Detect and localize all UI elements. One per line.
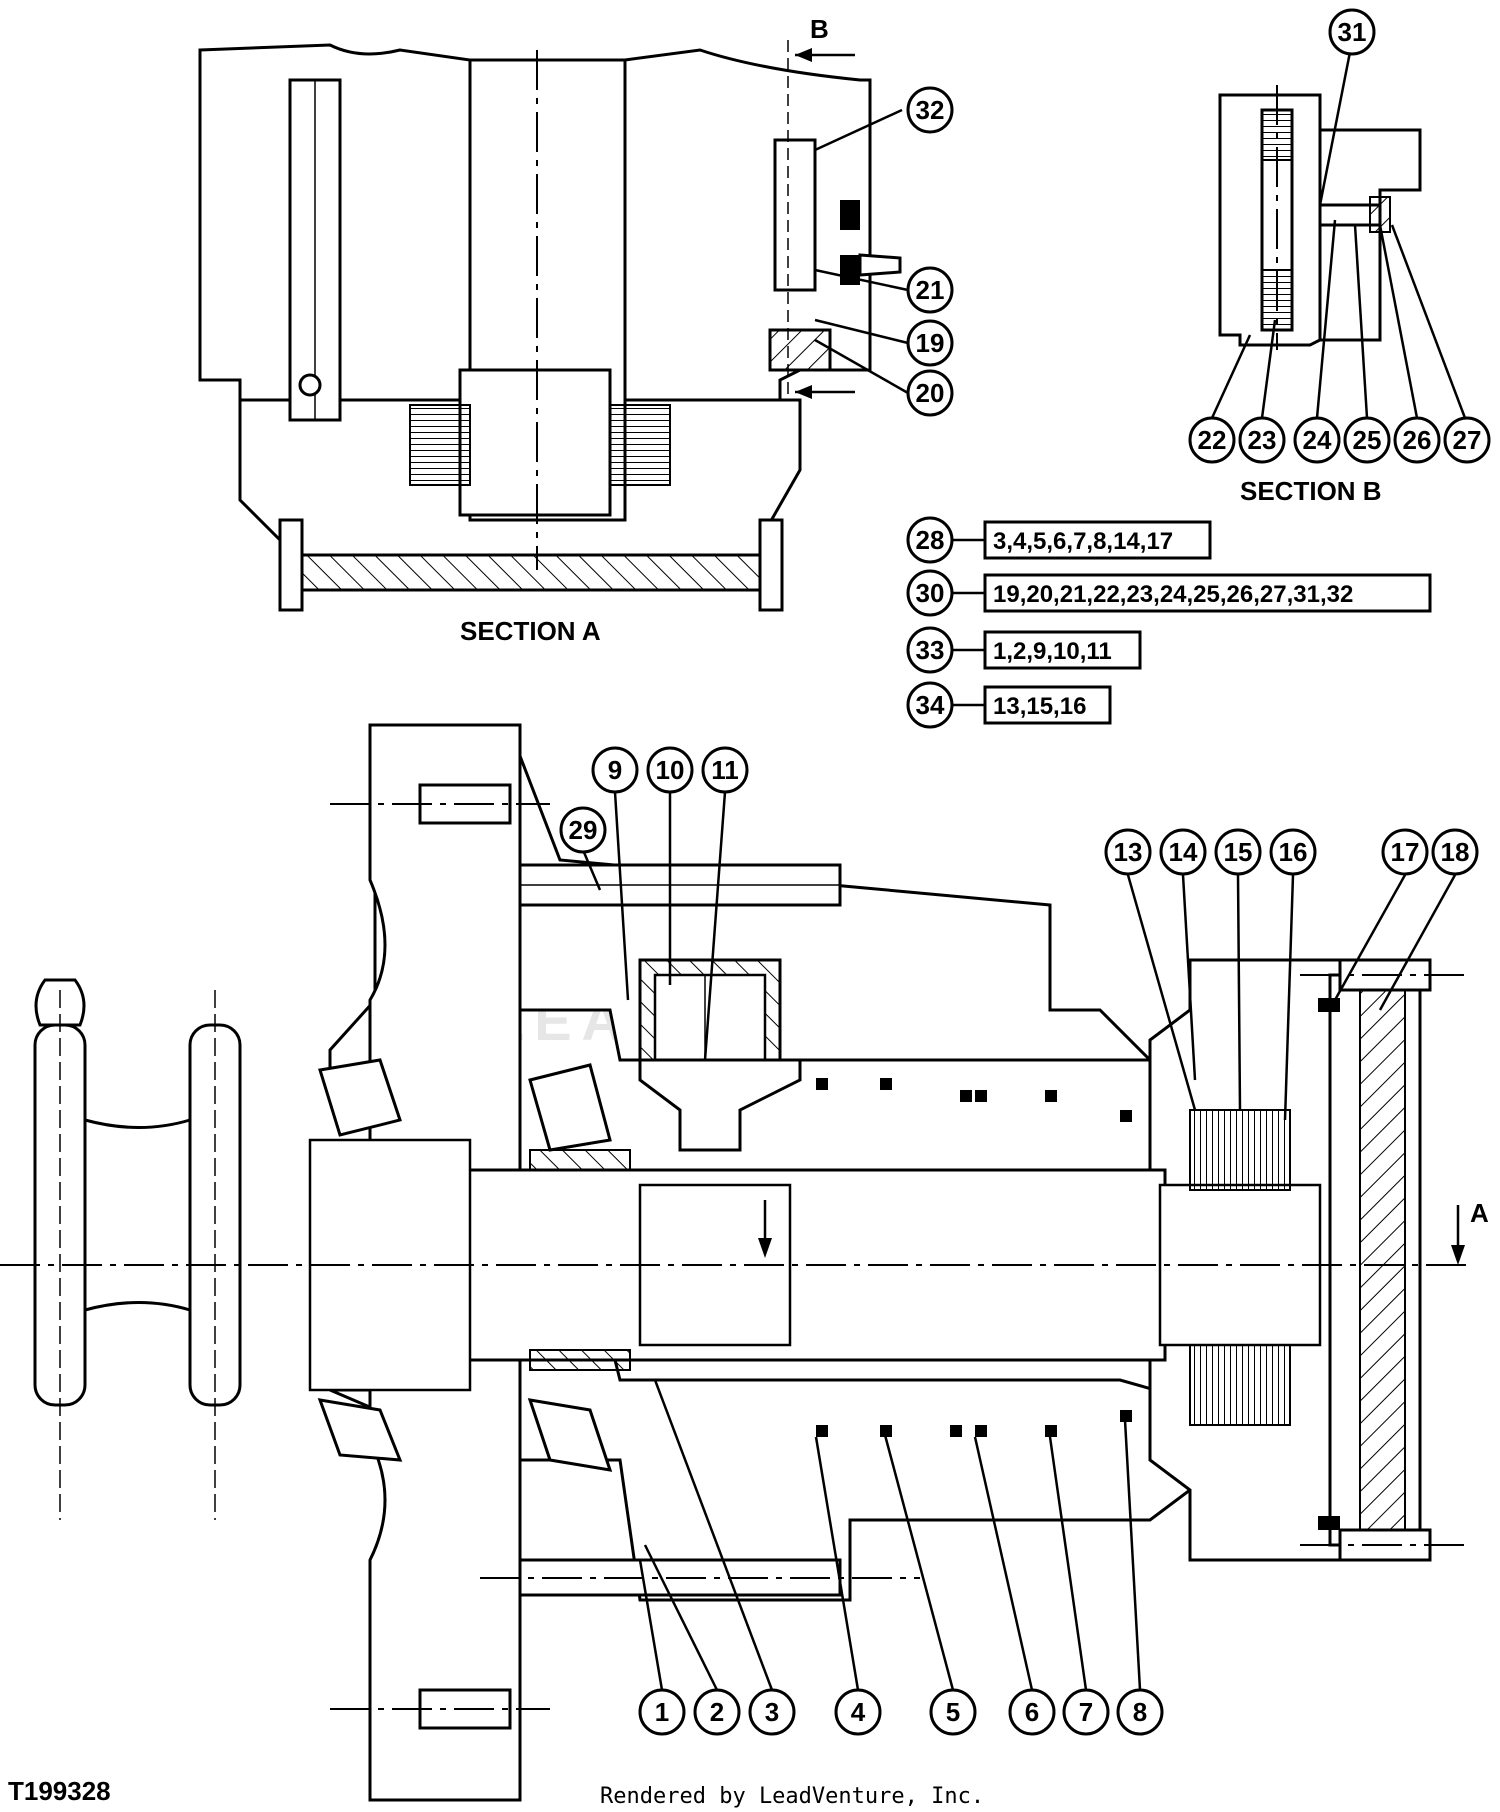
svg-text:17: 17: [1391, 837, 1420, 867]
section-b-title: SECTION B: [1240, 476, 1382, 506]
kit-row-34: 34 13,15,16: [906, 681, 1112, 729]
svg-text:4: 4: [851, 1697, 866, 1727]
callout-23: 23: [1238, 319, 1286, 464]
svg-text:22: 22: [1198, 425, 1227, 455]
sprocket: [33, 978, 242, 1520]
svg-text:13,15,16: 13,15,16: [993, 693, 1086, 720]
callout-10: 10: [646, 746, 694, 985]
svg-text:1: 1: [655, 1697, 669, 1727]
callout-27: 27: [1390, 224, 1491, 464]
section-a-view: B: [198, 14, 902, 612]
svg-text:19,20,21,22,23,24,25,26,27,31,: 19,20,21,22,23,24,25,26,27,31,32: [993, 581, 1353, 608]
svg-text:25: 25: [1353, 425, 1382, 455]
callout-18: 18: [1378, 828, 1479, 1011]
section-a-title: SECTION A: [460, 616, 601, 646]
callout-15: 15: [1214, 828, 1262, 1111]
svg-text:7: 7: [1079, 1697, 1093, 1727]
callout-16: 16: [1269, 828, 1317, 1121]
svg-text:31: 31: [1338, 17, 1367, 47]
svg-text:3: 3: [765, 1697, 779, 1727]
kit-row-30: 30 19,20,21,22,23,24,25,26,27,31,32: [906, 569, 1432, 617]
svg-text:8: 8: [1133, 1697, 1147, 1727]
svg-text:9: 9: [608, 755, 622, 785]
svg-text:30: 30: [916, 578, 945, 608]
callout-6: 6: [973, 1436, 1056, 1736]
svg-text:19: 19: [916, 328, 945, 358]
kit-row-28: 28 3,4,5,6,7,8,14,17: [906, 516, 1212, 564]
callout-9: 9: [591, 746, 639, 1001]
svg-text:2: 2: [710, 1697, 724, 1727]
callout-1: 1: [638, 1559, 686, 1736]
callout-14: 14: [1159, 828, 1207, 1081]
svg-text:26: 26: [1403, 425, 1432, 455]
callout-13: 13: [1104, 828, 1197, 1111]
callout-3: 3: [653, 1379, 796, 1736]
svg-text:5: 5: [946, 1697, 960, 1727]
callout-31: 31: [1318, 8, 1376, 206]
svg-text:10: 10: [656, 755, 685, 785]
kit-row-33: 33 1,2,9,10,11: [906, 626, 1142, 674]
svg-text:21: 21: [916, 275, 945, 305]
callout-19: 19: [814, 318, 954, 367]
svg-text:1,2,9,10,11: 1,2,9,10,11: [993, 638, 1112, 665]
callout-29: 29: [559, 806, 607, 891]
svg-text:33: 33: [916, 635, 945, 665]
svg-text:11: 11: [711, 755, 739, 785]
svg-text:6: 6: [1025, 1697, 1039, 1727]
svg-text:20: 20: [916, 378, 945, 408]
callout-25: 25: [1343, 224, 1391, 464]
svg-text:15: 15: [1224, 837, 1253, 867]
callout-22: 22: [1188, 334, 1252, 464]
callout-26: 26: [1378, 224, 1441, 464]
svg-text:18: 18: [1441, 837, 1470, 867]
svg-text:23: 23: [1248, 425, 1277, 455]
callout-5: 5: [883, 1434, 977, 1736]
callout-21: 21: [814, 266, 954, 314]
callout-8: 8: [1116, 1419, 1164, 1736]
lower-callout-row: 1 2 3 4 5 6 7 8: [638, 1379, 1164, 1736]
svg-text:16: 16: [1279, 837, 1308, 867]
figure-id: T199328: [8, 1776, 111, 1806]
callout-24: 24: [1293, 219, 1341, 464]
svg-text:32: 32: [916, 95, 945, 125]
callout-7: 7: [1048, 1436, 1110, 1736]
callout-20: 20: [814, 338, 954, 417]
svg-text:34: 34: [916, 690, 945, 720]
callout-17: 17: [1333, 828, 1429, 1001]
callout-32: 32: [814, 86, 954, 152]
svg-text:28: 28: [916, 525, 945, 555]
svg-text:14: 14: [1169, 837, 1198, 867]
kit-legend: 28 3,4,5,6,7,8,14,17 30 19,20,21,22,23,2…: [906, 516, 1432, 729]
svg-text:13: 13: [1114, 837, 1143, 867]
svg-text:27: 27: [1453, 425, 1482, 455]
main-sectional-view: A: [0, 723, 1489, 1802]
section-a-arrow-label: A: [1470, 1198, 1489, 1228]
svg-text:3,4,5,6,7,8,14,17: 3,4,5,6,7,8,14,17: [993, 528, 1173, 555]
section-b-arrow-label: B: [810, 14, 829, 44]
section-b-view: [1218, 85, 1422, 350]
callout-11: 11: [701, 746, 749, 1061]
render-credit: Rendered by LeadVenture, Inc.: [600, 1784, 984, 1809]
callout-4: 4: [814, 1436, 882, 1736]
svg-text:24: 24: [1303, 425, 1332, 455]
svg-text:29: 29: [569, 815, 598, 845]
callout-2: 2: [643, 1544, 741, 1736]
